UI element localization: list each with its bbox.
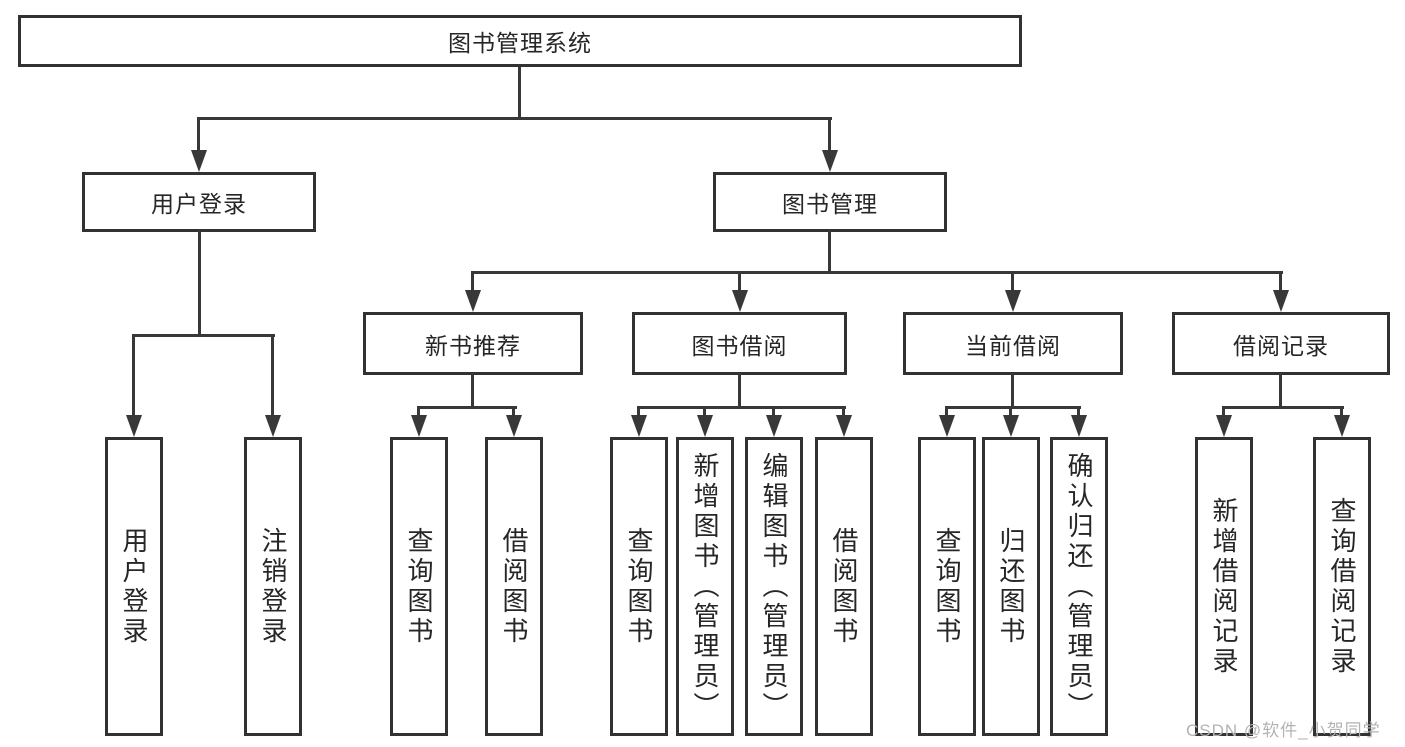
connector-line: [271, 334, 274, 418]
connector-line: [1340, 406, 1343, 418]
node-book-management: 图书管理: [713, 172, 947, 232]
leaf-borrow-edit-label: 编辑图书（管理员）: [759, 451, 789, 722]
arrow-down-icon: [411, 415, 427, 437]
leaf-current-return: 归还图书: [982, 437, 1040, 736]
arrow-down-icon: [836, 415, 852, 437]
leaf-borrow-add-label: 新增图书（管理员）: [690, 451, 720, 722]
leaf-records-add: 新增借阅记录: [1195, 437, 1253, 736]
connector-line: [518, 67, 521, 119]
connector-line: [637, 406, 846, 409]
node-user-login-label: 用户登录: [151, 191, 247, 217]
connector-line: [132, 334, 135, 418]
arrow-down-icon: [1216, 415, 1232, 437]
arrow-down-icon: [1071, 415, 1087, 437]
connector-line: [512, 406, 515, 418]
arrow-down-icon: [697, 415, 713, 437]
node-user-login: 用户登录: [82, 172, 316, 232]
leaf-logout: 注销登录: [244, 437, 302, 736]
connector-line: [1011, 271, 1014, 293]
connector-line: [417, 406, 420, 418]
node-borrow-records: 借阅记录: [1172, 312, 1390, 375]
node-book-borrow: 图书借阅: [632, 312, 847, 375]
connector-line: [197, 117, 832, 120]
arrow-down-icon: [631, 415, 647, 437]
leaf-borrow-query-label: 查询图书: [624, 526, 654, 647]
arrow-down-icon: [465, 290, 481, 312]
leaf-user-login: 用户登录: [105, 437, 163, 736]
connector-line: [471, 373, 474, 409]
leaf-borrow-add: 新增图书（管理员）: [676, 437, 734, 736]
arrow-down-icon: [766, 415, 782, 437]
arrow-down-icon: [732, 290, 748, 312]
leaf-borrow-edit: 编辑图书（管理员）: [745, 437, 803, 736]
node-root: 图书管理系统: [18, 15, 1022, 67]
node-book-borrow-label: 图书借阅: [691, 332, 788, 359]
leaf-records-add-label: 新增借阅记录: [1209, 496, 1239, 677]
leaf-current-query-label: 查询图书: [932, 526, 962, 647]
connector-line: [772, 406, 775, 418]
leaf-borrow-borrow: 借阅图书: [815, 437, 873, 736]
node-book-management-label: 图书管理: [782, 191, 878, 217]
leaf-records-query-label: 查询借阅记录: [1327, 496, 1357, 677]
node-new-book-recommend: 新书推荐: [363, 312, 583, 375]
connector-line: [1279, 271, 1282, 293]
leaf-newbook-borrow: 借阅图书: [485, 437, 543, 736]
connector-line: [1279, 373, 1282, 409]
connector-line: [1011, 373, 1014, 409]
leaf-borrow-borrow-label: 借阅图书: [829, 526, 859, 647]
node-new-book-recommend-label: 新书推荐: [425, 332, 521, 359]
node-root-label: 图书管理系统: [448, 30, 592, 56]
arrow-down-icon: [265, 415, 281, 437]
arrow-down-icon: [1005, 290, 1021, 312]
leaf-current-query: 查询图书: [918, 437, 976, 736]
leaf-newbook-query: 查询图书: [390, 437, 448, 736]
leaf-newbook-query-label: 查询图书: [404, 526, 434, 647]
connector-line: [738, 271, 741, 293]
connector-line: [945, 406, 948, 418]
connector-line: [738, 373, 741, 409]
leaf-current-confirm: 确认归还（管理员）: [1050, 437, 1108, 736]
arrow-down-icon: [822, 150, 838, 172]
arrow-down-icon: [506, 415, 522, 437]
arrow-down-icon: [1003, 415, 1019, 437]
leaf-borrow-query: 查询图书: [610, 437, 668, 736]
connector-line: [1222, 406, 1225, 418]
connector-line: [1222, 406, 1344, 409]
connector-line: [828, 117, 831, 155]
leaf-current-return-label: 归还图书: [996, 526, 1026, 647]
connector-line: [197, 117, 200, 155]
leaf-newbook-borrow-label: 借阅图书: [499, 526, 529, 647]
arrow-down-icon: [191, 150, 207, 172]
connector-line: [1009, 406, 1012, 418]
arrow-down-icon: [1273, 290, 1289, 312]
node-current-borrow: 当前借阅: [903, 312, 1123, 375]
connector-line: [471, 271, 1283, 274]
connector-line: [417, 406, 517, 409]
arrow-down-icon: [126, 415, 142, 437]
node-current-borrow-label: 当前借阅: [965, 332, 1061, 359]
connector-line: [132, 334, 275, 337]
arrow-down-icon: [939, 415, 955, 437]
csdn-watermark: CSDN @软件_小贺同学: [1186, 721, 1381, 740]
node-borrow-records-label: 借阅记录: [1233, 332, 1329, 359]
connector-line: [471, 271, 474, 293]
arrow-down-icon: [1334, 415, 1350, 437]
leaf-logout-label: 注销登录: [258, 526, 288, 647]
connector-line: [703, 406, 706, 418]
connector-line: [828, 230, 831, 274]
connector-line: [637, 406, 640, 418]
leaf-user-login-label: 用户登录: [119, 526, 149, 647]
connector-line: [1077, 406, 1080, 418]
leaf-records-query: 查询借阅记录: [1313, 437, 1371, 736]
connector-line: [842, 406, 845, 418]
connector-line: [945, 406, 1081, 409]
connector-line: [198, 230, 201, 337]
leaf-current-confirm-label: 确认归还（管理员）: [1064, 451, 1094, 722]
